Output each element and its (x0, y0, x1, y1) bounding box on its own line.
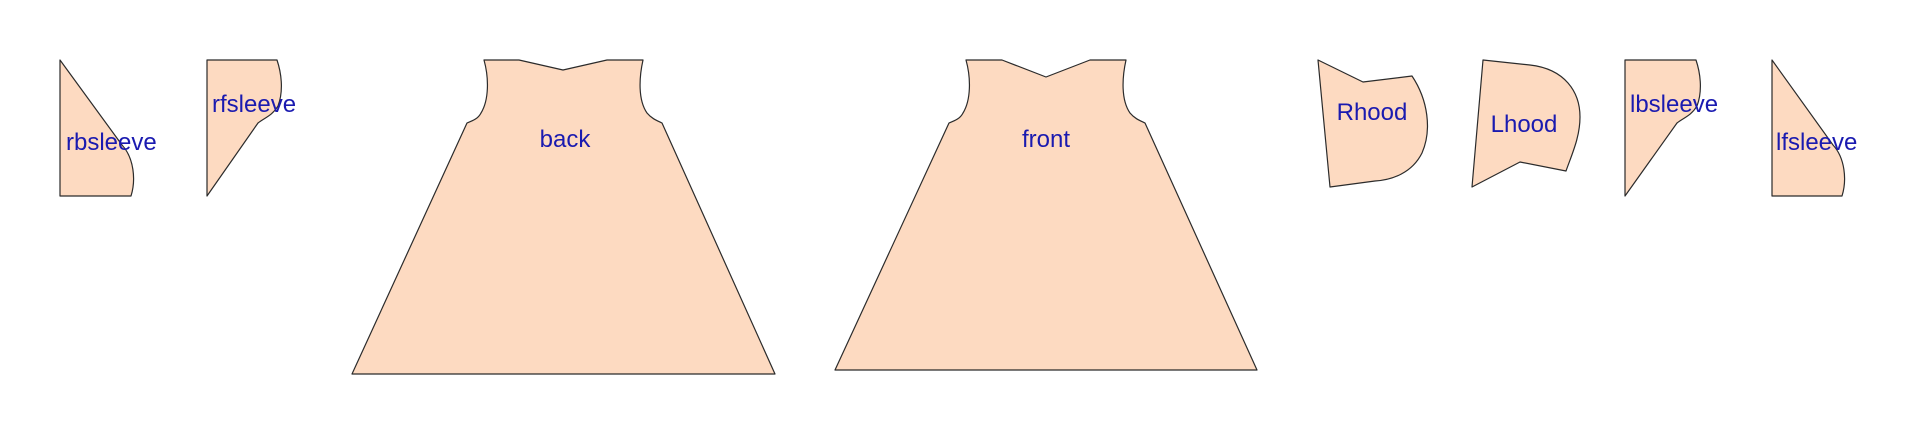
front-label: front (1022, 126, 1070, 153)
rfsleeve-shape (206, 59, 282, 197)
piece-lfsleeve: lfsleeve (1771, 59, 1857, 197)
rbsleeve-shape (59, 59, 135, 197)
piece-back: back (351, 59, 776, 375)
rhood-shape (1317, 59, 1429, 188)
lbsleeve-shape (1624, 59, 1701, 197)
rhood-label: Rhood (1337, 99, 1408, 126)
front-shape (834, 59, 1258, 371)
piece-lbsleeve: lbsleeve (1624, 59, 1718, 197)
lbsleeve-label: lbsleeve (1630, 91, 1718, 118)
rbsleeve-label: rbsleeve (66, 129, 157, 156)
back-label: back (540, 126, 592, 153)
lhood-shape (1471, 59, 1581, 188)
piece-front: front (834, 59, 1258, 371)
rfsleeve-label: rfsleeve (212, 91, 296, 118)
piece-lhood: Lhood (1471, 59, 1581, 188)
piece-rhood: Rhood (1317, 59, 1429, 188)
lfsleeve-shape (1771, 59, 1846, 197)
piece-rbsleeve: rbsleeve (59, 59, 157, 197)
piece-rfsleeve: rfsleeve (206, 59, 296, 197)
lhood-label: Lhood (1491, 111, 1558, 138)
back-shape (351, 59, 776, 375)
lfsleeve-label: lfsleeve (1776, 129, 1857, 156)
